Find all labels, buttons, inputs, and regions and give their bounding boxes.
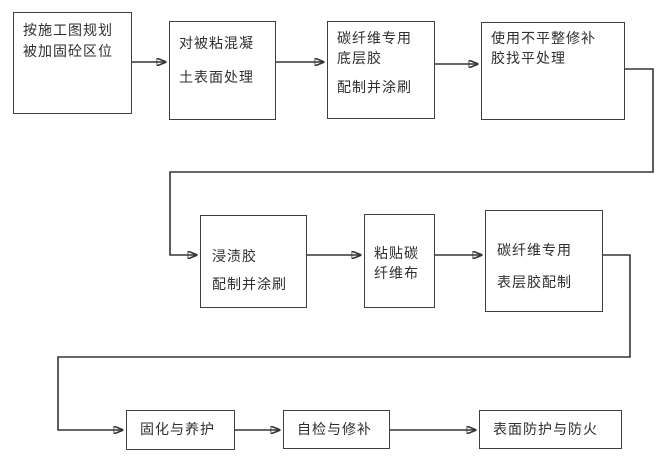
node-line: 粘贴碳 xyxy=(374,245,419,261)
node-line: 碳纤维专用 xyxy=(337,30,412,46)
node-line: 底层胶 xyxy=(337,50,382,66)
node-line: 土表面处理 xyxy=(179,69,254,85)
node-line: 浸渍胶 xyxy=(212,248,257,264)
node-line: 固化与养护 xyxy=(140,421,215,437)
node-line: 配制并涂刷 xyxy=(337,79,412,95)
node-line: 纤维布 xyxy=(374,265,419,281)
connector-topcoat-to-curing xyxy=(57,254,631,430)
flow-node-impregnating-glue: 浸渍胶 配制并涂刷 xyxy=(200,215,307,308)
node-line: 对被粘混凝 xyxy=(179,35,254,51)
node-line: 表层胶配制 xyxy=(497,274,572,290)
flow-node-surface-protection: 表面防护与防火 xyxy=(479,410,622,449)
node-line: 碳纤维专用 xyxy=(497,242,572,258)
flow-node-leveling-repair: 使用不平整修补 胶找平处理 xyxy=(481,22,625,120)
flow-node-primer-adhesive: 碳纤维专用 底层胶 配制并涂刷 xyxy=(327,21,435,119)
node-line: 配制并涂刷 xyxy=(212,276,287,292)
flow-node-top-coat-adhesive: 碳纤维专用 表层胶配制 xyxy=(485,210,603,312)
connector-leveling-to-glue xyxy=(169,68,654,255)
flow-node-surface-treatment: 对被粘混凝 土表面处理 xyxy=(169,21,276,120)
node-line: 按施工图规划 xyxy=(23,22,113,38)
node-line: 自检与修补 xyxy=(297,421,372,437)
node-line: 表面防护与防火 xyxy=(493,421,598,437)
flow-node-paste-carbon-fiber: 粘贴碳 纤维布 xyxy=(364,214,435,308)
node-line: 胶找平处理 xyxy=(491,50,566,66)
flow-node-curing: 固化与养护 xyxy=(126,410,235,450)
node-line: 被加固砼区位 xyxy=(23,43,113,59)
flow-node-self-check-repair: 自检与修补 xyxy=(283,410,390,449)
node-line: 使用不平整修补 xyxy=(491,30,596,46)
flow-node-plan-area: 按施工图规划 被加固砼区位 xyxy=(13,12,132,114)
